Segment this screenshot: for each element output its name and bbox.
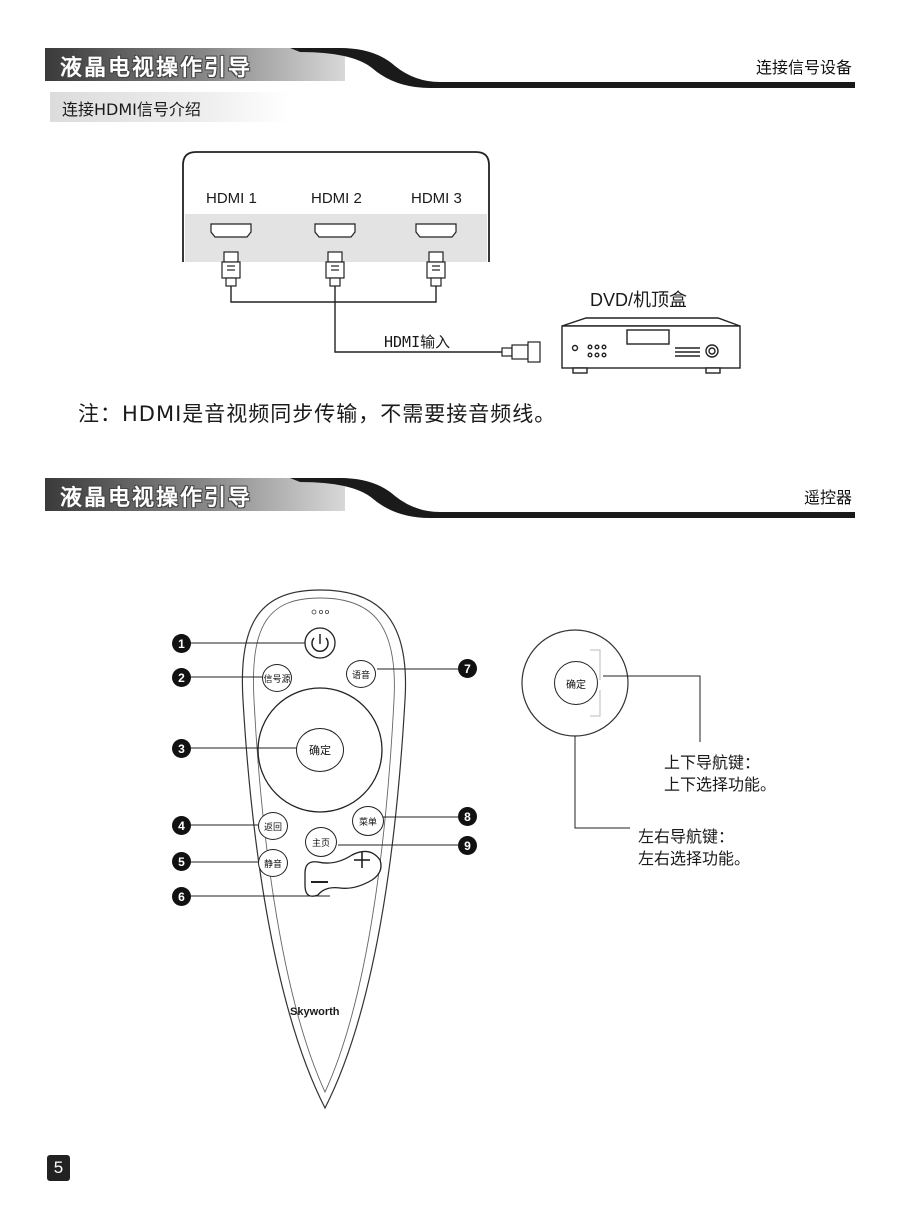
header-title: 液晶电视操作引导 xyxy=(60,486,253,511)
hdmi-cable-lines xyxy=(230,286,502,353)
hdmi-note: 注：HDMI是音视频同步传输，不需要接音频线。 xyxy=(78,402,557,426)
dvd-player-illustration xyxy=(561,317,741,374)
callout-1: 1 xyxy=(172,634,191,653)
home-button[interactable]: 主页 xyxy=(305,827,337,857)
back-button[interactable]: 返回 xyxy=(258,812,288,840)
callout-7: 7 xyxy=(458,659,477,678)
header-section-name: 遥控器 xyxy=(803,488,852,507)
hdmi-plug-3 xyxy=(426,251,446,287)
power-icon xyxy=(311,637,329,653)
leftright-nav-title: 左右导航键： xyxy=(638,827,735,846)
hdmi-port-3-socket xyxy=(415,223,457,238)
mic-hole-icon xyxy=(318,610,323,615)
nav-detail-guides xyxy=(590,649,601,717)
mute-button[interactable]: 静音 xyxy=(258,849,288,877)
header-banner-shape xyxy=(45,478,855,518)
header-title: 液晶电视操作引导 xyxy=(60,56,253,81)
section-header-connect: 液晶电视操作引导 连接信号设备 xyxy=(0,48,898,98)
source-button[interactable]: 信号源 xyxy=(262,664,292,692)
page-number: 5 xyxy=(47,1155,70,1181)
callout-5: 5 xyxy=(172,852,191,871)
nav-detail-callouts xyxy=(574,675,701,829)
ok-button[interactable]: 确定 xyxy=(296,728,344,772)
nav-detail-ok-button: 确定 xyxy=(554,661,598,705)
callout-3: 3 xyxy=(172,739,191,758)
callout-6: 6 xyxy=(172,887,191,906)
dvd-stb-label: DVD/机顶盒 xyxy=(590,290,688,310)
mic-hole-icon xyxy=(311,609,317,615)
hdmi-port-2-label: HDMI 2 xyxy=(311,190,362,207)
hdmi-plug-2 xyxy=(325,251,345,287)
hdmi-port-1-socket xyxy=(210,223,252,238)
updown-nav-desc: 上下选择功能。 xyxy=(664,775,777,794)
section-header-remote: 液晶电视操作引导 遥控器 xyxy=(0,478,898,528)
header-section-name: 连接信号设备 xyxy=(755,58,852,77)
callout-2: 2 xyxy=(172,668,191,687)
hdmi-port-1-label: HDMI 1 xyxy=(206,190,257,207)
updown-nav-title: 上下导航键： xyxy=(664,753,761,772)
leftright-nav-description: 左右导航键： 左右选择功能。 xyxy=(638,826,750,870)
voice-button[interactable]: 语音 xyxy=(346,660,376,688)
hdmi-plug-1 xyxy=(221,251,241,287)
mic-hole-icon xyxy=(324,610,329,615)
leftright-nav-desc: 左右选择功能。 xyxy=(638,849,751,868)
callout-lines xyxy=(190,642,458,897)
tv-panel-outline xyxy=(182,151,490,262)
hdmi-port-2-socket xyxy=(314,223,356,238)
subsection-heading: 连接HDMI信号介绍 xyxy=(50,92,290,122)
callout-8: 8 xyxy=(458,807,477,826)
hdmi-connection-diagram xyxy=(182,151,741,374)
updown-nav-description: 上下导航键： 上下选择功能。 xyxy=(664,752,776,796)
brand-logo-text: Skyworth xyxy=(290,1006,340,1018)
hdmi-port-3-label: HDMI 3 xyxy=(411,190,462,207)
callout-4: 4 xyxy=(172,816,191,835)
hdmi-input-label: HDMI输入 xyxy=(384,333,451,351)
dvd-hdmi-plug xyxy=(501,341,541,363)
menu-button[interactable]: 菜单 xyxy=(352,806,384,836)
callout-9: 9 xyxy=(458,836,477,855)
header-banner-shape xyxy=(45,48,855,88)
subsection-heading-text: 连接HDMI信号介绍 xyxy=(62,100,201,119)
remote-inner-shell xyxy=(253,597,395,1094)
